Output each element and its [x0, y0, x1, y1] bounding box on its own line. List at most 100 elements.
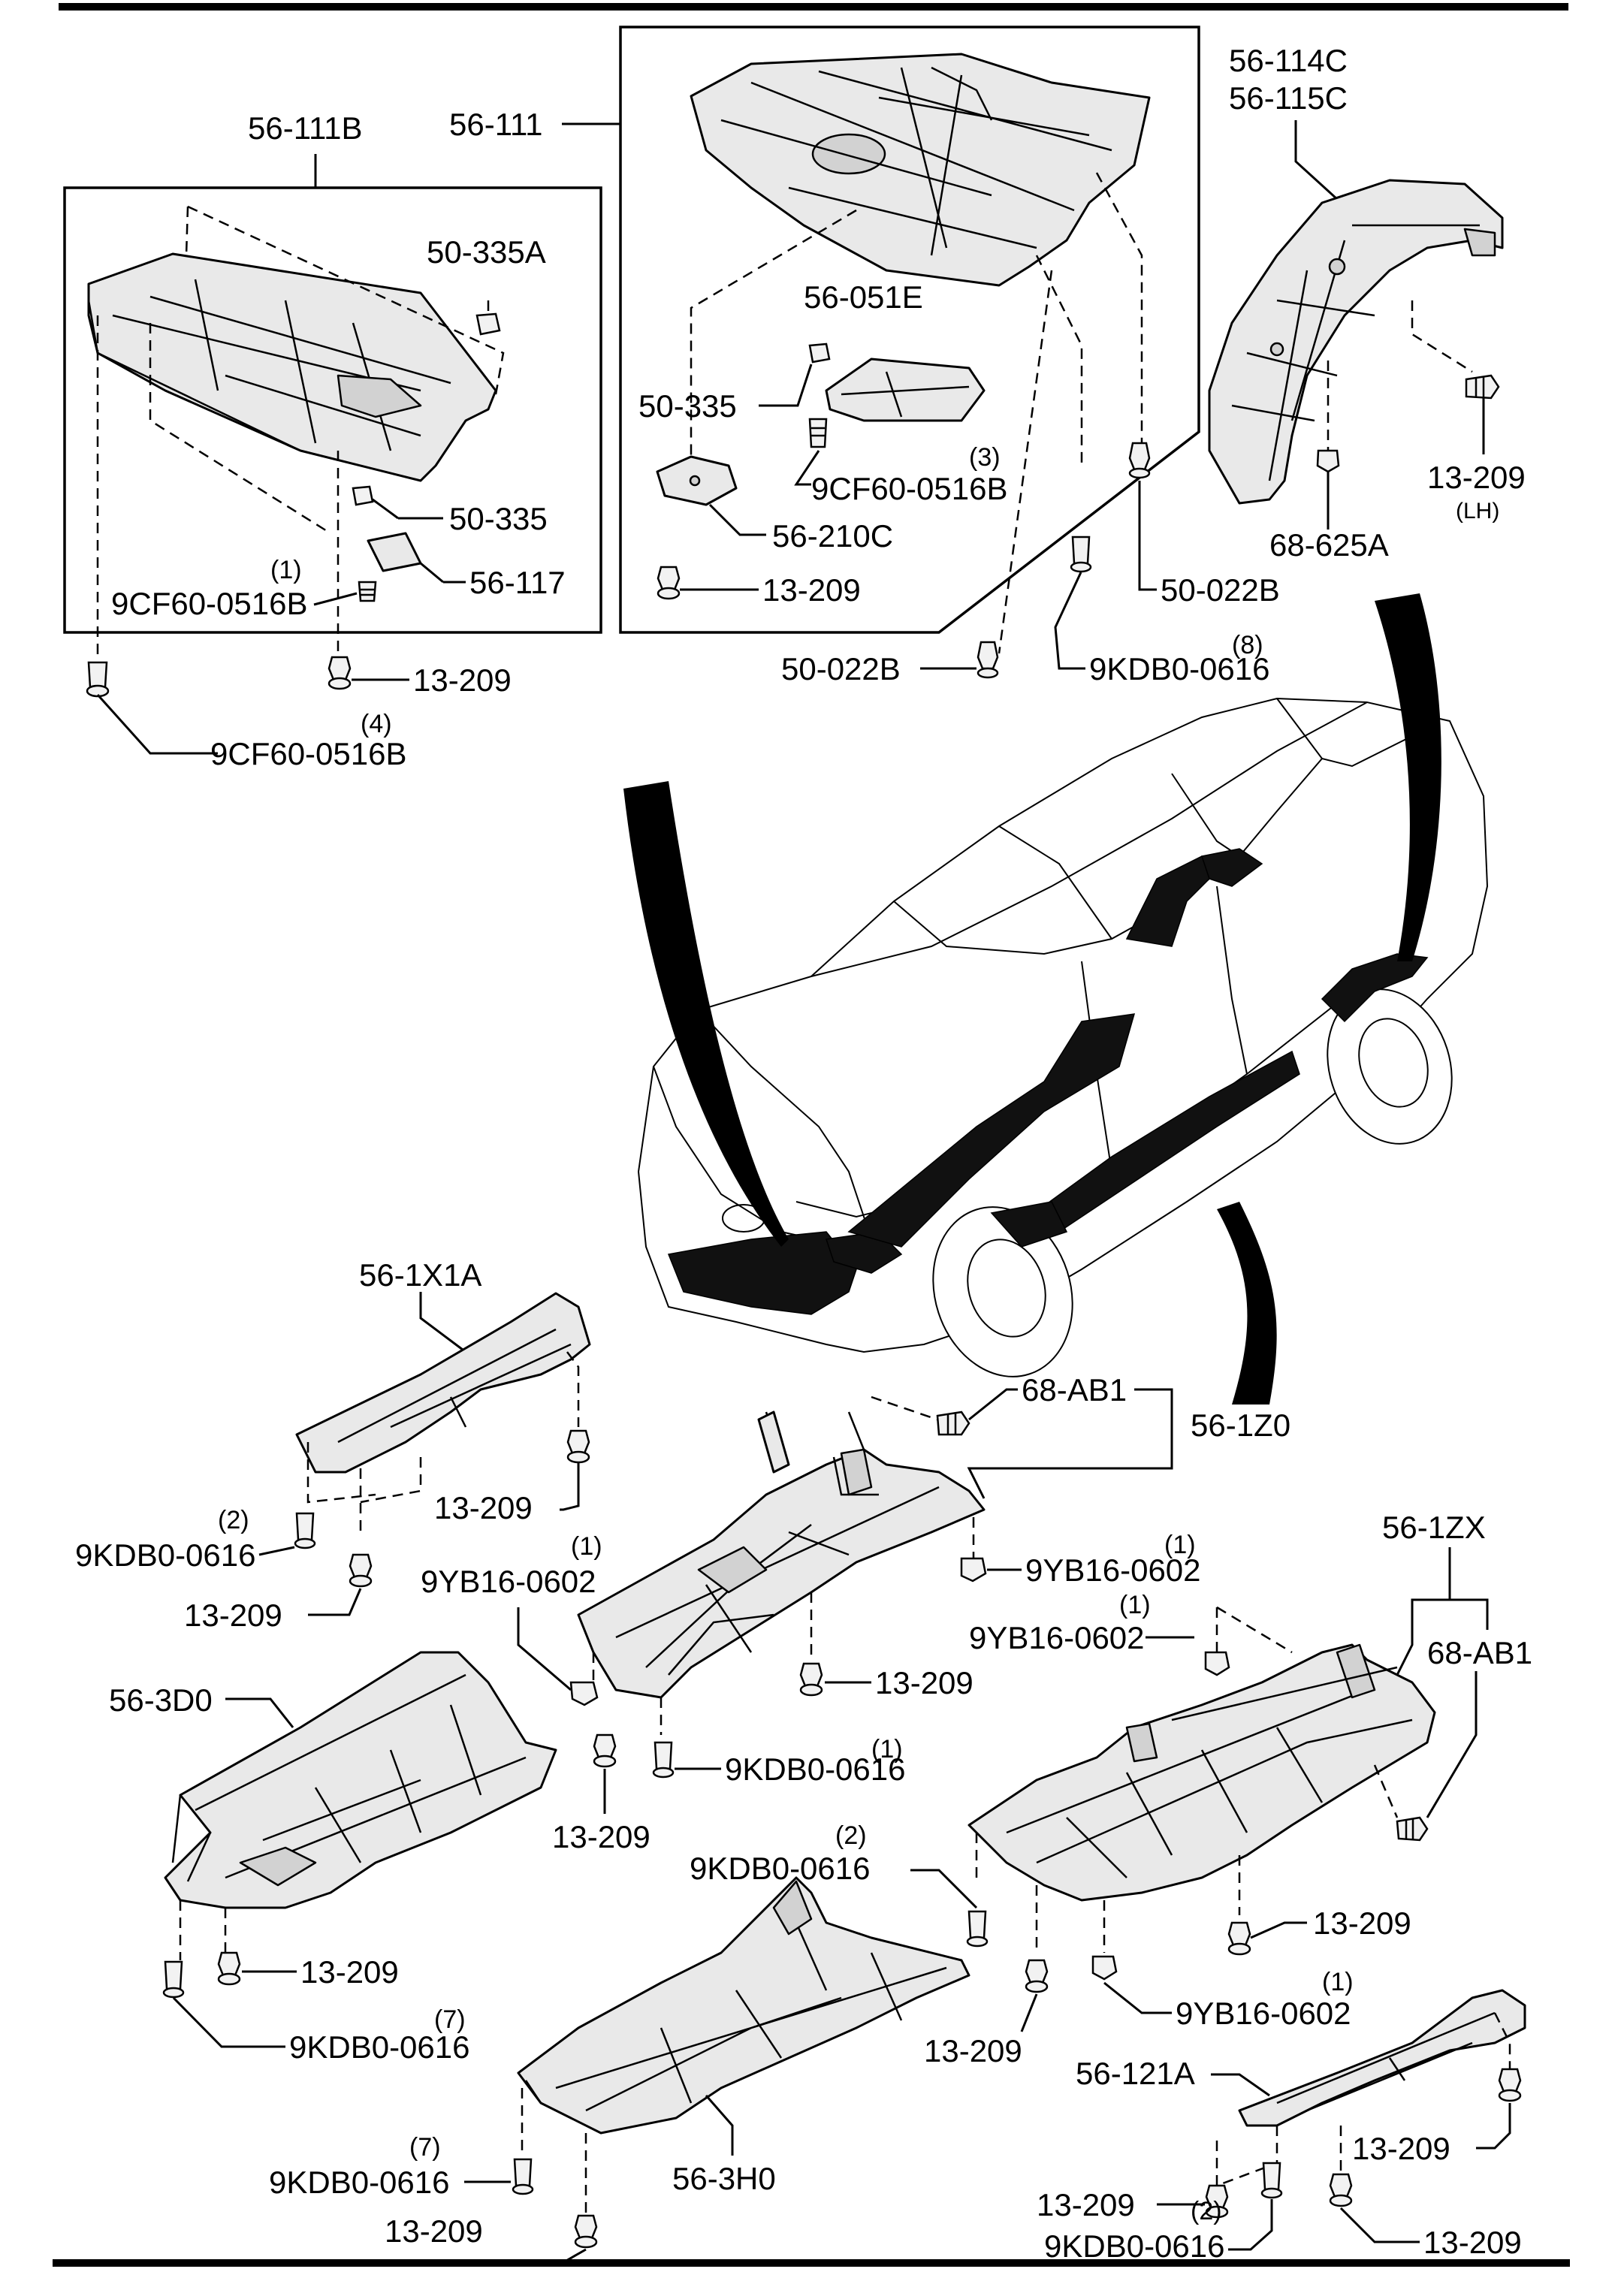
label-56-111[interactable]: 56-111 — [449, 107, 543, 142]
label-9CF-inner[interactable]: 9CF60-0516B — [811, 471, 1008, 506]
fastener-13-209-121a[interactable] — [1498, 2068, 1522, 2102]
screw-9CF-inner[interactable] — [808, 418, 828, 448]
part-56-210C[interactable] — [656, 455, 738, 506]
label-56-3D0[interactable]: 56-3D0 — [109, 1682, 213, 1718]
part-56-051E[interactable] — [825, 358, 986, 422]
label-50-022B-outer[interactable]: 50-022B — [781, 651, 901, 686]
label-9YB-d[interactable]: 9YB16-0602 — [1176, 1996, 1351, 2031]
label-13-209-3d0[interactable]: 13-209 — [300, 1954, 399, 1990]
label-9YB-b[interactable]: 9YB16-0602 — [1025, 1552, 1201, 1588]
screw-9KDB-2b[interactable] — [966, 1910, 989, 1948]
label-56-121A[interactable]: 56-121A — [1076, 2056, 1195, 2091]
label-56-210C[interactable]: 56-210C — [772, 518, 893, 554]
fastener-13-209-3h0[interactable] — [574, 2214, 598, 2249]
screw-9KDB-2a[interactable] — [294, 1512, 316, 1549]
label-9KDB-8[interactable]: 9KDB0-0616 — [1089, 651, 1270, 686]
label-9CF-bottom[interactable]: 9CF60-0516B — [210, 736, 407, 771]
label-56-1ZX[interactable]: 56-1ZX — [1382, 1510, 1486, 1545]
clip-50-335A[interactable] — [475, 312, 501, 336]
label-50-335A[interactable]: 50-335A — [427, 234, 546, 270]
part-56-1X1A[interactable] — [295, 1292, 591, 1474]
label-56-051E[interactable]: 56-051E — [804, 279, 923, 315]
label-50-022B-inner[interactable]: 50-022B — [1161, 572, 1280, 608]
part-56-121A[interactable] — [1238, 1989, 1526, 2127]
label-13-209-z0[interactable]: 13-209 — [875, 1665, 973, 1700]
label-56-115C[interactable]: 56-115C — [1229, 80, 1348, 116]
screw-9KDB-1[interactable] — [652, 1741, 675, 1779]
label-50-335-left[interactable]: 50-335 — [449, 501, 548, 536]
label-9KDB-2a[interactable]: 9KDB0-0616 — [75, 1537, 256, 1573]
fastener-50-022B-outer[interactable] — [977, 641, 999, 679]
label-13-209-zx[interactable]: 13-209 — [1313, 1905, 1411, 1941]
callout-arc-side — [1217, 1202, 1277, 1405]
fastener-13-209-x1[interactable] — [566, 1429, 590, 1464]
label-56-117[interactable]: 56-117 — [469, 565, 566, 600]
screw-9KDB-7a[interactable] — [162, 1960, 185, 1999]
label-13-209-x1[interactable]: 13-209 — [434, 1490, 533, 1525]
screw-9KDB-8[interactable] — [1070, 536, 1092, 573]
label-9KDB-2c[interactable]: 9KDB0-0616 — [1044, 2228, 1225, 2264]
label-9YB-a[interactable]: 9YB16-0602 — [421, 1564, 596, 1599]
fastener-13-209-x1b[interactable] — [349, 1553, 373, 1588]
label-13-209-121c[interactable]: 13-209 — [1423, 2225, 1522, 2260]
part-56-117[interactable] — [367, 532, 422, 572]
label-13-209-z0b[interactable]: 13-209 — [552, 1819, 651, 1854]
label-56-114C[interactable]: 56-114C — [1229, 43, 1348, 78]
fastener-13-209-z0b[interactable] — [593, 1733, 617, 1768]
part-56-114C[interactable] — [1208, 179, 1504, 505]
part-56-111[interactable] — [690, 53, 1151, 287]
fastener-13-209-121b[interactable] — [1205, 2184, 1229, 2219]
fastener-13-209-zx2[interactable] — [1025, 1959, 1049, 1993]
nut-9YB-b[interactable] — [960, 1557, 987, 1583]
label-13-209-left[interactable]: 13-209 — [413, 662, 512, 698]
part-56-3H0[interactable] — [517, 1876, 970, 2135]
label-9KDB-7b[interactable]: 9KDB0-0616 — [269, 2165, 450, 2200]
label-56-111B[interactable]: 56-111B — [248, 110, 363, 146]
clip-50-335-inner[interactable] — [808, 342, 831, 364]
fastener-13-209-zx[interactable] — [1227, 1921, 1251, 1956]
label-9KDB-1[interactable]: 9KDB0-0616 — [725, 1751, 906, 1787]
clip-68-AB1-a[interactable] — [936, 1411, 970, 1436]
label-68-AB1-a[interactable]: 68-AB1 — [1022, 1372, 1127, 1408]
clip-68-AB1-b[interactable] — [1396, 1816, 1429, 1842]
label-13-209-lh[interactable]: 13-209 — [1427, 460, 1526, 495]
fastener-50-022B-inner[interactable] — [1128, 442, 1151, 479]
fastener-13-209-inner[interactable] — [657, 566, 681, 600]
part-56-1Z0[interactable] — [577, 1411, 986, 1699]
part-56-1ZX[interactable] — [967, 1643, 1436, 1902]
screw-9CF-left[interactable] — [358, 581, 377, 602]
nut-9YB-c[interactable] — [1204, 1651, 1230, 1676]
fastener-13-209-left[interactable] — [328, 656, 352, 690]
front-wheel — [932, 1206, 1073, 1377]
label-9KDB-7a[interactable]: 9KDB0-0616 — [289, 2029, 470, 2065]
label-13-209-x1b[interactable]: 13-209 — [184, 1598, 282, 1633]
screw-9CF-bottom[interactable] — [86, 661, 110, 698]
label-56-3H0[interactable]: 56-3H0 — [672, 2161, 776, 2196]
qty-9KDB-7b: (7) — [409, 2133, 441, 2162]
label-13-209-zx2[interactable]: 13-209 — [924, 2033, 1022, 2068]
part-56-3D0[interactable] — [164, 1651, 557, 1909]
clip-50-335-left[interactable] — [352, 485, 374, 506]
fastener-13-209-z0[interactable] — [799, 1662, 823, 1697]
label-13-209-121a[interactable]: 13-209 — [1352, 2131, 1450, 2166]
label-56-1X1A[interactable]: 56-1X1A — [359, 1257, 481, 1293]
fastener-13-209-3d0[interactable] — [217, 1951, 241, 1986]
label-9YB-c[interactable]: 9YB16-0602 — [969, 1620, 1145, 1655]
fastener-13-209-121c[interactable] — [1329, 2173, 1353, 2207]
screw-9KDB-7b[interactable] — [512, 2158, 534, 2195]
nut-9YB-d[interactable] — [1091, 1955, 1118, 1981]
label-68-625A[interactable]: 68-625A — [1269, 527, 1389, 563]
fastener-13-209-lh[interactable] — [1465, 374, 1500, 400]
bottom-rule — [53, 2259, 1570, 2267]
label-9KDB-2b[interactable]: 9KDB0-0616 — [690, 1851, 871, 1886]
label-13-209-3h0[interactable]: 13-209 — [385, 2213, 483, 2249]
label-13-209-121b[interactable]: 13-209 — [1037, 2187, 1135, 2222]
label-9CF-left[interactable]: 9CF60-0516B — [111, 586, 308, 621]
nut-9YB-a[interactable] — [569, 1681, 599, 1706]
clip-68-625A[interactable] — [1316, 449, 1340, 473]
label-50-335-inner[interactable]: 50-335 — [638, 388, 737, 424]
label-56-1Z0[interactable]: 56-1Z0 — [1191, 1408, 1290, 1443]
label-13-209-inner[interactable]: 13-209 — [762, 572, 861, 608]
label-68-AB1-b[interactable]: 68-AB1 — [1427, 1635, 1532, 1670]
screw-9KDB-2c[interactable] — [1260, 2162, 1283, 2199]
